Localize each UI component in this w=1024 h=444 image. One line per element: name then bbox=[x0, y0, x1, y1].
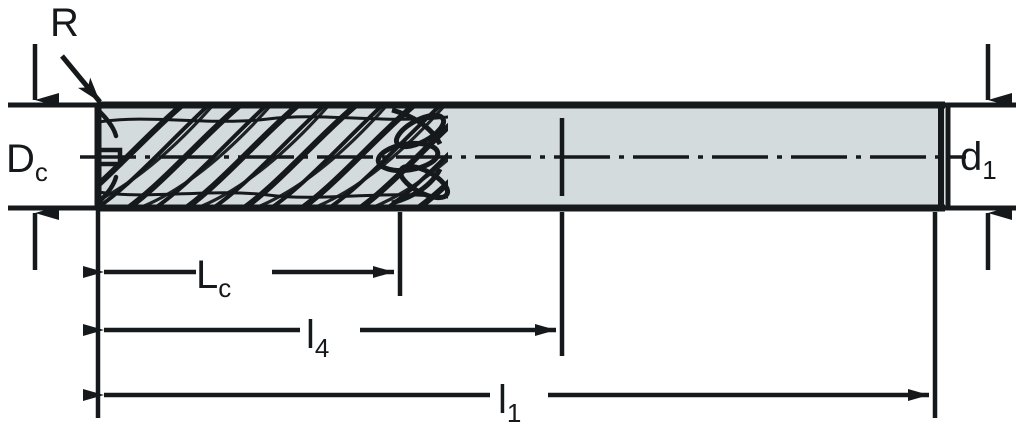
label-d1: d1 bbox=[960, 135, 997, 185]
flute-runout-group bbox=[375, 107, 451, 206]
label-dc: Dc bbox=[6, 137, 48, 187]
dimension-d1 bbox=[945, 44, 1016, 270]
extension-lines bbox=[95, 118, 938, 418]
label-r: R bbox=[50, 1, 79, 45]
dimension-dc bbox=[8, 44, 112, 270]
label-lc: Lc bbox=[196, 253, 231, 303]
label-l4: l4 bbox=[306, 313, 329, 363]
label-l1: l1 bbox=[498, 378, 521, 428]
leader-r bbox=[60, 54, 102, 104]
r-leader-arrow bbox=[60, 54, 102, 104]
